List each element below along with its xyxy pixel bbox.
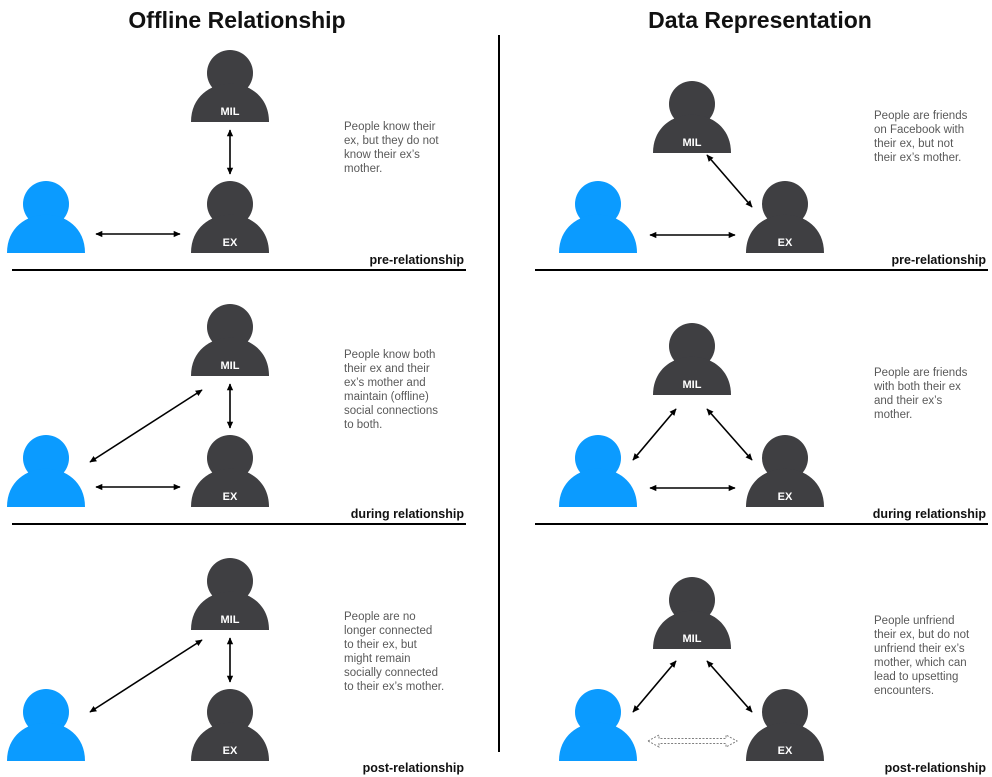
left-pre-ex-icon: EX bbox=[191, 181, 269, 253]
left-stage-label-pre: pre-relationship bbox=[370, 253, 465, 267]
left-pre-mil-icon: MIL bbox=[191, 50, 269, 122]
right-during-arrow-user-mil bbox=[632, 408, 677, 461]
left-stage-label-during: during relationship bbox=[351, 507, 465, 521]
left-stage-label-post: post-relationship bbox=[363, 761, 465, 775]
left-during-note: People know both their ex and their ex’s… bbox=[344, 349, 438, 431]
right-during-user-icon bbox=[559, 435, 637, 507]
left-post-arrow-user-mil bbox=[89, 639, 203, 713]
right-pre-mil-icon: MIL bbox=[653, 81, 731, 153]
left-pre-note: People know their ex, but they do not kn… bbox=[344, 121, 439, 175]
right-post-user-icon bbox=[559, 689, 637, 761]
left-panel-title: Offline Relationship bbox=[128, 7, 345, 33]
right-post-arrow-user-mil bbox=[632, 660, 677, 713]
left-during-ex-icon: EX bbox=[191, 435, 269, 507]
left-post-mil-label: MIL bbox=[221, 614, 240, 626]
right-during-mil-icon: MIL bbox=[653, 323, 731, 395]
left-during-ex-label: EX bbox=[223, 491, 238, 503]
left-during-mil-label: MIL bbox=[221, 360, 240, 372]
right-pre-user-icon bbox=[559, 181, 637, 253]
right-post-mil-label: MIL bbox=[683, 633, 702, 645]
right-panel-title: Data Representation bbox=[648, 7, 872, 33]
left-pre-mil-label: MIL bbox=[221, 106, 240, 118]
right-post-ex-label: EX bbox=[778, 745, 793, 757]
left-post-ex-icon: EX bbox=[191, 689, 269, 761]
right-pre-ex-icon: EX bbox=[746, 181, 824, 253]
right-during-ex-label: EX bbox=[778, 491, 793, 503]
right-pre-mil-label: MIL bbox=[683, 137, 702, 149]
right-pre-ex-label: EX bbox=[778, 237, 793, 249]
left-post-user-icon bbox=[7, 689, 85, 761]
right-during-mil-label: MIL bbox=[683, 379, 702, 391]
right-post-arrow-mil-ex bbox=[706, 660, 753, 713]
left-post-note: People are no longer connected to their … bbox=[344, 611, 445, 693]
right-pre-arrow-mil-ex bbox=[706, 154, 753, 208]
right-stage-label-during: during relationship bbox=[873, 507, 987, 521]
right-post-mil-icon: MIL bbox=[653, 577, 731, 649]
left-during-mil-icon: MIL bbox=[191, 304, 269, 376]
right-pre-note: People are friends on Facebook with thei… bbox=[874, 110, 968, 164]
right-during-note: People are friends with both their ex an… bbox=[874, 367, 968, 421]
right-during-ex-icon: EX bbox=[746, 435, 824, 507]
right-during-arrow-mil-ex bbox=[706, 408, 753, 461]
right-post-dashed-arrow-user-ex bbox=[646, 734, 739, 748]
left-during-user-icon bbox=[7, 435, 85, 507]
right-post-ex-icon: EX bbox=[746, 689, 824, 761]
left-pre-user-icon bbox=[7, 181, 85, 253]
right-stage-label-post: post-relationship bbox=[885, 761, 987, 775]
right-stage-label-pre: pre-relationship bbox=[892, 253, 987, 267]
left-post-mil-icon: MIL bbox=[191, 558, 269, 630]
left-post-ex-label: EX bbox=[223, 745, 238, 757]
left-during-arrow-user-mil bbox=[89, 389, 203, 463]
left-pre-ex-label: EX bbox=[223, 237, 238, 249]
right-post-note: People unfriend their ex, but do not unf… bbox=[874, 615, 970, 697]
